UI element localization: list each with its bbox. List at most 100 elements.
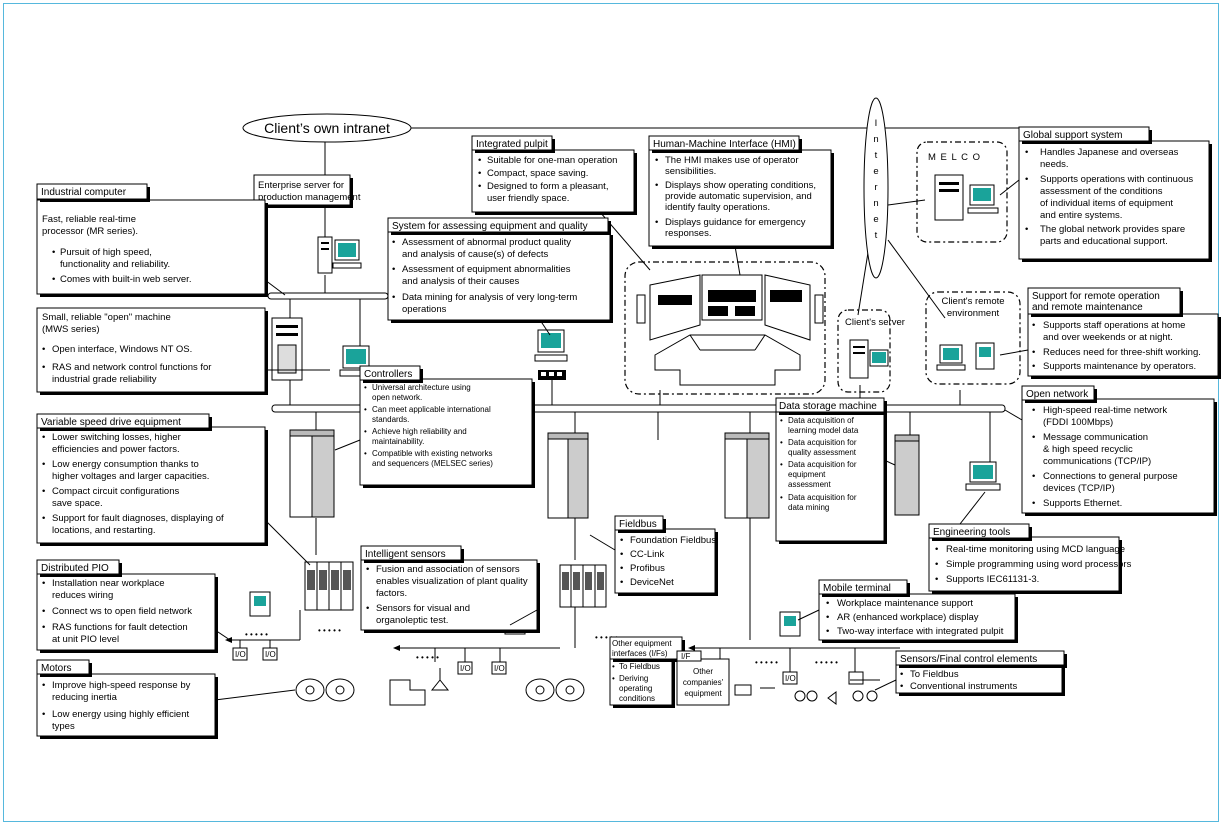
svg-text:identify faulty operations.: identify faulty operations.: [665, 202, 770, 213]
svg-text:Workplace maintenance support: Workplace maintenance support: [837, 598, 973, 609]
svg-text:Assessment of abnormal product: Assessment of abnormal product quality: [402, 237, 571, 248]
svg-text:Achieve high reliability and: Achieve high reliability and: [372, 427, 467, 436]
svg-text:Deriving: Deriving: [619, 674, 648, 683]
svg-text:High-speed real-time network: High-speed real-time network: [1043, 405, 1167, 416]
svg-text:Two-way interface with integra: Two-way interface with integrated pulpit: [837, 626, 1004, 637]
svg-text:Compact, space saving.: Compact, space saving.: [487, 168, 588, 179]
mws-computer-icon: [271, 317, 373, 381]
diagram-frame: [3, 3, 1219, 822]
svg-text:Suitable for one-man operation: Suitable for one-man operation: [487, 155, 617, 166]
pulpit-console-icon: [636, 274, 824, 386]
mws-callout: Small, reliable "open" machine (MWS seri…: [36, 307, 330, 395]
svg-text:Other equipment: Other equipment: [612, 639, 672, 648]
data-storage-cabinet: [894, 434, 920, 516]
svg-text:open network.: open network.: [372, 393, 422, 402]
svg-text:Intelligent sensors: Intelligent sensors: [365, 549, 446, 560]
svg-text:•: •: [900, 669, 903, 680]
svg-text:assessment: assessment: [788, 480, 831, 489]
sensors-final-callout: Sensors/Final control elements •To Field…: [874, 650, 1067, 696]
remote-env-area: [925, 291, 1021, 385]
svg-text:•: •: [42, 680, 45, 691]
svg-text:Fast, reliable real-time: Fast, reliable real-time: [42, 214, 136, 225]
global-support-callout: Global support system •Handles Japanese …: [999, 126, 1212, 262]
svg-text:Connections to general purpose: Connections to general purpose: [1043, 471, 1178, 482]
svg-text:& high speed recyclic: & high speed recyclic: [1043, 444, 1133, 455]
drive-cabinet-1: [304, 561, 354, 611]
clients-server-area: [837, 309, 891, 393]
svg-text:•: •: [42, 362, 45, 373]
svg-text:t: t: [875, 150, 878, 161]
svg-text:Handles Japanese and overseas: Handles Japanese and overseas: [1040, 147, 1179, 158]
svg-text:Supports maintenance by operat: Supports maintenance by operators.: [1043, 361, 1196, 372]
svg-text:r: r: [874, 182, 877, 193]
integrated-pulpit-callout: Integrated pulpit •Suitable for one-man …: [471, 135, 651, 271]
svg-text:•: •: [780, 493, 783, 502]
svg-text:RAS functions for fault detect: RAS functions for fault detection: [52, 622, 188, 633]
svg-text:I/F: I/F: [681, 652, 690, 661]
svg-text:•: •: [42, 709, 45, 720]
svg-text:•: •: [655, 155, 658, 166]
svg-text:assessment of the conditions: assessment of the conditions: [1040, 186, 1163, 197]
svg-text:I/O: I/O: [235, 650, 246, 659]
svg-text:Other: Other: [693, 667, 713, 676]
svg-text:•: •: [1032, 432, 1035, 443]
svg-text:•: •: [655, 217, 658, 228]
svg-text:Global support system: Global support system: [1023, 130, 1123, 141]
svg-text:•: •: [935, 544, 938, 555]
svg-text:Message communication: Message communication: [1043, 432, 1148, 443]
svg-text:•: •: [826, 612, 829, 623]
svg-text:Profibus: Profibus: [630, 563, 665, 574]
svg-text:Sensors/Final control elements: Sensors/Final control elements: [900, 654, 1037, 665]
svg-text:reduces wiring: reduces wiring: [52, 590, 113, 601]
distributed-pio-callout: Distributed PIO •Installation near workp…: [36, 559, 231, 653]
svg-text:•: •: [1032, 361, 1035, 372]
svg-text:•: •: [620, 535, 623, 546]
sensor-valve-icons: [389, 668, 880, 706]
svg-text:higher voltages and larger cap: higher voltages and larger capacities.: [52, 471, 209, 482]
engineering-tools-callout: Engineering tools •Real-time monitoring …: [928, 491, 1132, 594]
svg-text:equipment: equipment: [788, 470, 826, 479]
svg-text:DeviceNet: DeviceNet: [630, 577, 674, 588]
svg-text:Displays guidance for emergenc: Displays guidance for emergency: [665, 217, 806, 228]
svg-text:(FDDI 100Mbps): (FDDI 100Mbps): [1043, 417, 1113, 428]
intelligent-sensors-callout: Intelligent sensors •Fusion and associat…: [360, 545, 540, 633]
svg-text:•: •: [935, 574, 938, 585]
svg-text:Support for remote operation: Support for remote operation: [1032, 291, 1160, 302]
svg-text:Data acquisition of: Data acquisition of: [788, 416, 855, 425]
svg-text:Motors: Motors: [41, 663, 72, 674]
svg-text:•: •: [364, 427, 367, 436]
connection-dots: • • • • • • • • • • • • • • • • • • • • …: [245, 626, 838, 667]
svg-text:Low energy using highly effici: Low energy using highly efficient: [52, 709, 189, 720]
svg-text:•: •: [612, 662, 615, 671]
svg-text:•: •: [620, 577, 623, 588]
svg-text:e: e: [873, 166, 878, 177]
svg-text:• • • • •: • • • • •: [416, 653, 439, 662]
svg-text:To Fieldbus: To Fieldbus: [619, 662, 660, 671]
svg-text:•: •: [42, 578, 45, 589]
svg-text:user friendly space.: user friendly space.: [487, 193, 569, 204]
svg-text:(MWS series): (MWS series): [42, 324, 100, 335]
vsd-callout: Variable speed drive equipment •Lower sw…: [36, 413, 311, 566]
svg-text:locations, and restarting.: locations, and restarting.: [52, 525, 156, 536]
svg-text:The HMI makes use of operator: The HMI makes use of operator: [665, 155, 799, 166]
svg-text:Data acquisition for: Data acquisition for: [788, 460, 857, 469]
svg-text:n: n: [873, 198, 878, 209]
internet-cloud: [863, 97, 889, 279]
svg-text:Supports staff operations at h: Supports staff operations at home: [1043, 320, 1185, 331]
svg-text:•: •: [826, 598, 829, 609]
svg-text:•: •: [364, 383, 367, 392]
svg-text:RAS and network control functi: RAS and network control functions for: [52, 362, 211, 373]
svg-text:Assessment of equipment abnorm: Assessment of equipment abnormalities: [402, 264, 571, 275]
remote-computer-icon: [936, 342, 995, 371]
drive-cabinet-2: [559, 564, 607, 608]
svg-text:• • • • •: • • • • •: [318, 626, 341, 635]
svg-text:•: •: [655, 180, 658, 191]
svg-text:Distributed PIO: Distributed PIO: [41, 563, 109, 574]
svg-text:Mobile terminal: Mobile terminal: [823, 583, 891, 594]
svg-text:•: •: [1032, 347, 1035, 358]
controller-cabinet-2: [547, 432, 589, 519]
svg-text:Variable speed drive equipment: Variable speed drive equipment: [41, 417, 181, 428]
svg-text:maintainability.: maintainability.: [372, 437, 424, 446]
svg-text:I/O: I/O: [460, 664, 471, 673]
